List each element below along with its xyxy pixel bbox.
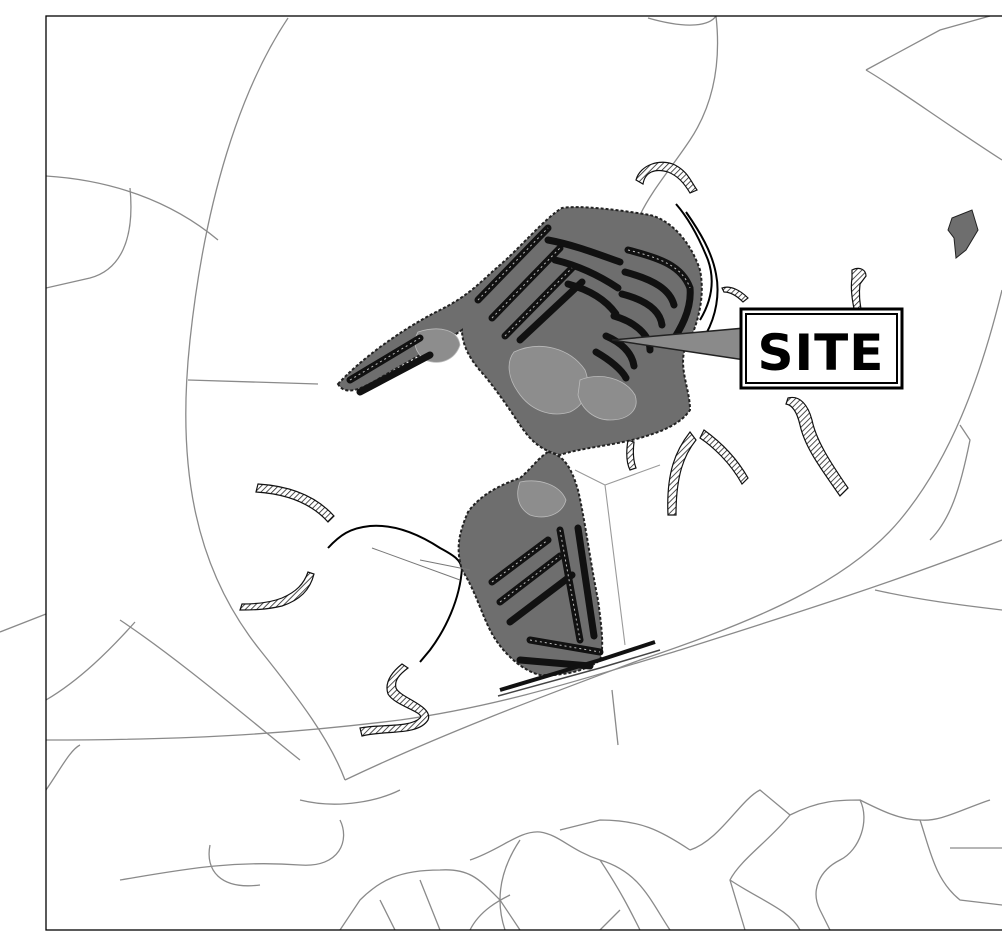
map-frame [45, 15, 1002, 931]
development-site [336, 206, 703, 697]
road-network [0, 16, 1002, 930]
site-label: SITE [758, 324, 885, 382]
site-callout: SITE [611, 307, 904, 390]
site-label-box: SITE [739, 307, 904, 390]
stream-channel [327, 203, 719, 663]
wetland-hatch-areas [239, 161, 979, 737]
